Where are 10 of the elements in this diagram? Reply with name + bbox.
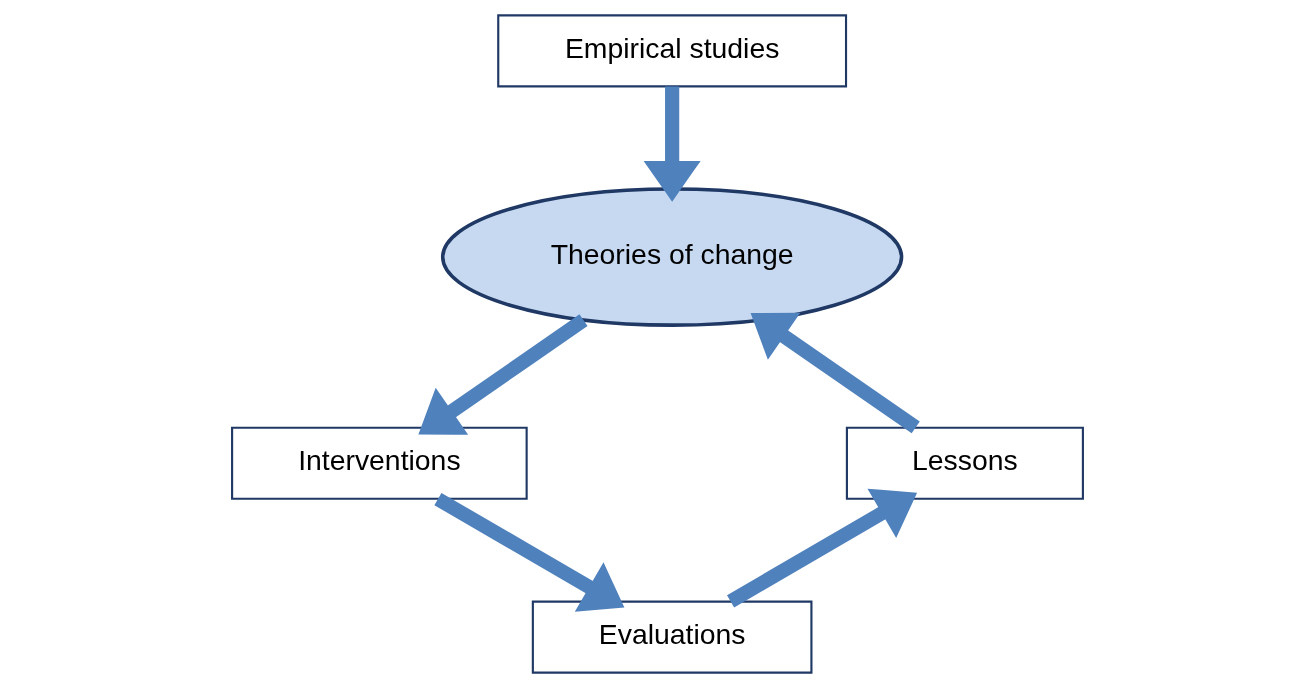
node-box: Evaluations — [531, 600, 812, 674]
arrow — [726, 488, 917, 608]
node-box: Empirical studies — [496, 14, 847, 88]
arrow — [433, 492, 624, 612]
node-box: Interventions — [230, 426, 528, 500]
node-box: Lessons — [845, 426, 1084, 500]
arrow — [643, 86, 701, 202]
arrow — [750, 312, 920, 434]
node-ellipse: Theories of change — [440, 187, 903, 327]
arrow — [417, 314, 588, 435]
